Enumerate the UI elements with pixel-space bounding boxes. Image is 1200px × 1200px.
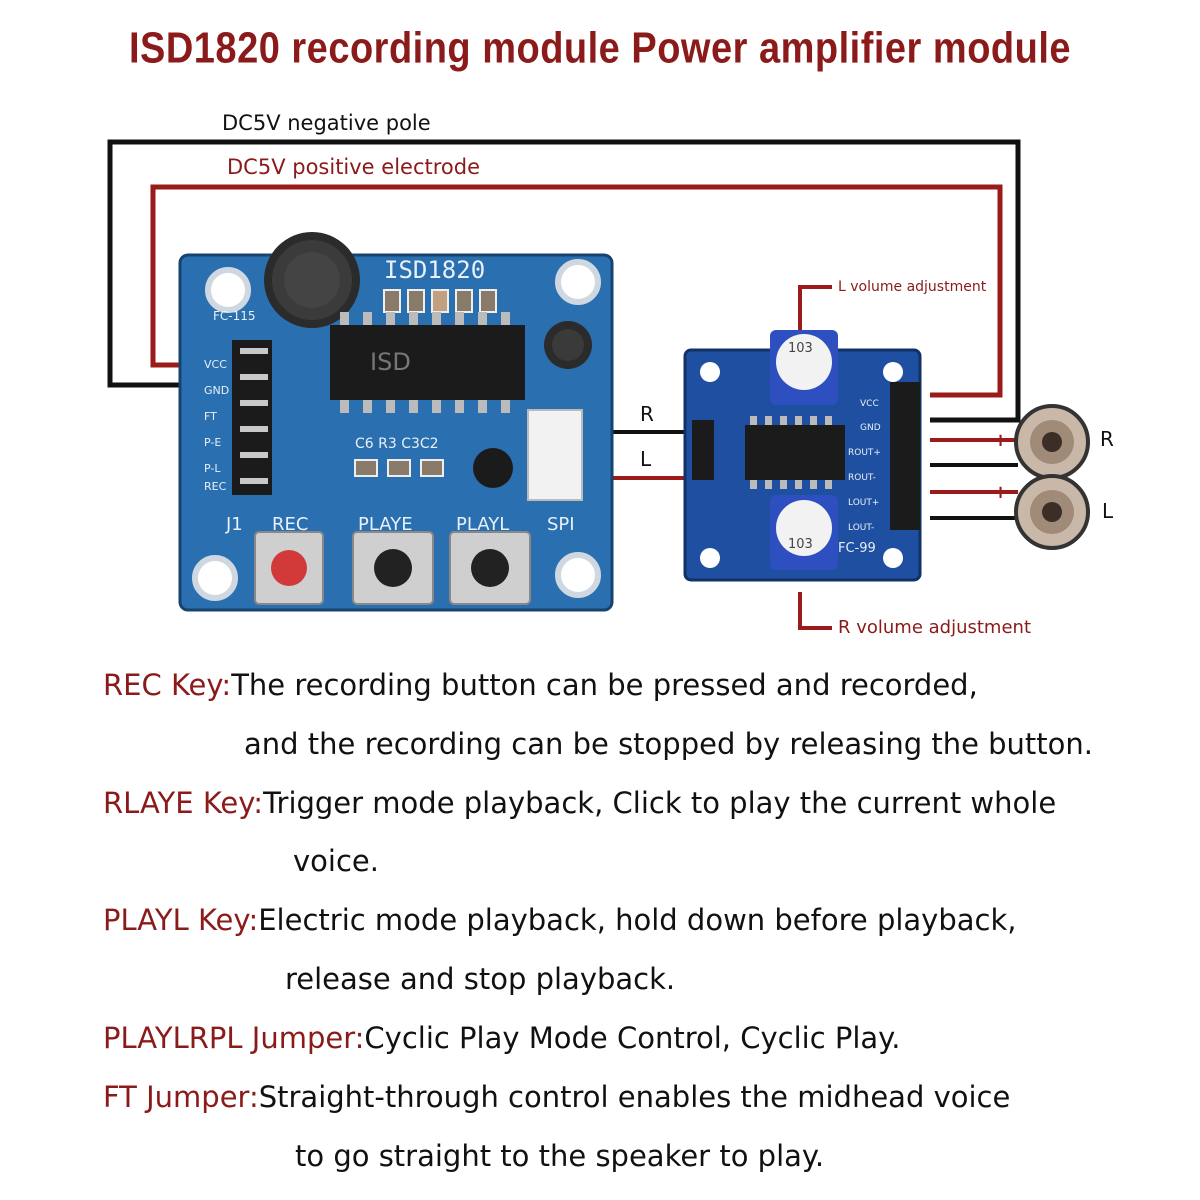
page-title: ISD1820 recording module Power amplifier…	[128, 24, 1072, 74]
amp-pin-label: VCC	[860, 399, 879, 409]
minus-sign: -	[995, 455, 1002, 476]
description-key: FT Jumper:	[103, 1080, 259, 1114]
amp-pin-label: LOUT+	[848, 498, 879, 508]
speaker-right-label: R	[1100, 427, 1114, 451]
mount-hole	[555, 259, 601, 305]
description-key: REC Key:	[103, 668, 232, 702]
positive-wire-label: DC5V positive electrode	[227, 155, 480, 179]
description-text: Electric mode playback, hold down before…	[258, 903, 1017, 937]
r-volume-callout	[798, 592, 832, 630]
description-text: Straight-through control enables the mid…	[258, 1080, 1011, 1114]
volume-pot-bottom-icon[interactable]: 103	[770, 495, 838, 570]
r-wire-label: R	[640, 402, 654, 426]
l-volume-callout	[798, 285, 832, 330]
input-header	[692, 420, 714, 480]
description-playe-cont: voice.	[293, 844, 379, 878]
mount-hole	[192, 555, 238, 601]
recorder-board: ISD1820 FC-115 ISD	[178, 232, 614, 612]
plus-sign: +	[993, 430, 1008, 451]
pin-label: P-E	[204, 436, 221, 449]
chip-label: ISD	[370, 348, 411, 376]
mount-hole	[205, 267, 251, 313]
mount-hole	[700, 548, 720, 568]
pin-label: P-L	[204, 462, 221, 475]
pin-label: FT	[204, 410, 217, 423]
description-text: Cyclic Play Mode Control, Cyclic Play.	[364, 1021, 901, 1055]
amp-pin-label: LOUT-	[848, 523, 874, 533]
playe-button-label: PLAYE	[358, 514, 413, 535]
amp-pin-label: ROUT+	[848, 448, 881, 458]
mount-hole	[883, 548, 903, 568]
amp-pin-label: GND	[860, 423, 881, 433]
recorder-model: FC-115	[213, 309, 256, 323]
playl-button[interactable]: PLAYL	[449, 514, 531, 605]
amp-pin-label: ROUT-	[848, 473, 876, 483]
description-text: Trigger mode playback, Click to play the…	[263, 786, 1057, 820]
speaker-right-icon	[1014, 404, 1090, 480]
r-volume-label: R volume adjustment	[838, 617, 1031, 638]
description-key: PLAYL Key:	[103, 903, 259, 937]
mount-hole	[700, 362, 720, 382]
pin-label: GND	[204, 384, 229, 397]
amp-chip	[745, 425, 845, 480]
pin-header	[232, 340, 272, 495]
rec-button[interactable]: REC	[254, 514, 324, 605]
positive-wire	[150, 184, 1003, 398]
description-playl-cont: release and stop playback.	[285, 962, 676, 996]
negative-wire	[107, 139, 1021, 423]
minus-sign: -	[995, 508, 1002, 529]
output-header	[890, 382, 920, 530]
description-ft: FT Jumper:Straight-through control enabl…	[103, 1080, 1010, 1114]
mount-hole	[883, 362, 903, 382]
pin-label: REC	[204, 480, 227, 493]
description-key: RLAYE Key:	[103, 786, 264, 820]
description-playl: PLAYL Key:Electric mode playback, hold d…	[103, 903, 1016, 937]
mount-hole	[555, 552, 601, 598]
playl-button-label: PLAYL	[456, 514, 509, 535]
capacitor	[544, 321, 592, 369]
description-playe: RLAYE Key:Trigger mode playback, Click t…	[103, 786, 1056, 820]
description-rec-cont: and the recording can be stopped by rele…	[244, 727, 1094, 761]
pot-bottom-value: 103	[788, 537, 813, 552]
description-key: PLAYLRPL Jumper:	[103, 1021, 365, 1055]
pin-label: VCC	[204, 358, 227, 371]
spi-label: SPI	[547, 514, 575, 535]
volume-pot-top-icon[interactable]: 103	[770, 330, 838, 405]
playe-button[interactable]: PLAYE	[352, 514, 434, 605]
amp-model: FC-99	[838, 541, 876, 556]
speaker-left-label: L	[1102, 499, 1114, 523]
description-text: The recording button can be pressed and …	[231, 668, 978, 702]
amplifier-board: 103 103 FC-99 VCC GND ROUT+ ROUT- LOUT+ …	[683, 330, 922, 582]
rec-button-label: REC	[272, 514, 308, 535]
speaker-connector	[527, 409, 583, 501]
plus-sign: +	[993, 482, 1008, 503]
description-rec: REC Key:The recording button can be pres…	[103, 668, 978, 702]
isd-chip: ISD	[330, 312, 525, 413]
pot-top-value: 103	[788, 341, 813, 356]
silkscreen: C6 R3 C3C2	[355, 436, 439, 452]
speaker-left-icon	[1014, 474, 1090, 550]
negative-wire-label: DC5V negative pole	[222, 111, 431, 135]
microphone-icon	[264, 232, 360, 328]
wiring-diagram: DC5V negative pole DC5V positive electro…	[107, 111, 1114, 638]
transistor	[473, 448, 513, 488]
description-ft-cont: to go straight to the speaker to play.	[295, 1139, 825, 1173]
description-playlrpl: PLAYLRPL Jumper:Cyclic Play Mode Control…	[103, 1021, 900, 1055]
l-wire-label: L	[640, 447, 652, 471]
l-volume-label: L volume adjustment	[838, 279, 987, 295]
recorder-name: ISD1820	[384, 256, 485, 284]
jumper-label: J1	[225, 514, 243, 535]
